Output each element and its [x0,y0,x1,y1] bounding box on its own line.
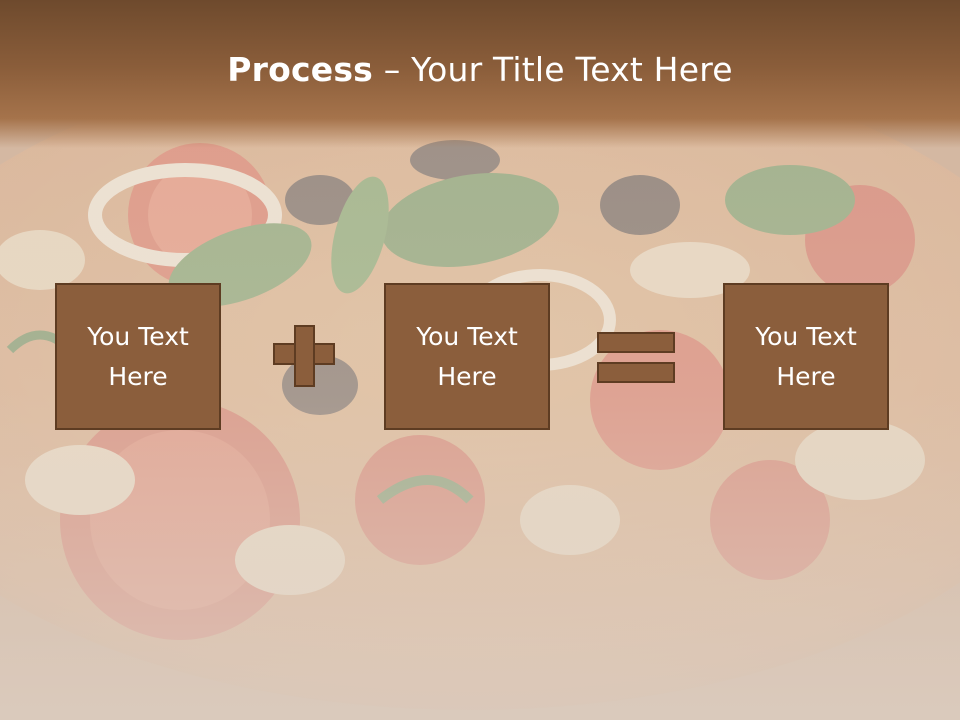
process-box-1-line1: You Text [87,321,189,351]
process-box-3-text: You Text Here [755,317,857,397]
title-bold-text: Process [227,50,374,89]
process-box-3-line1: You Text [755,321,857,351]
process-box-2[interactable]: You Text Here [384,283,550,430]
process-box-2-line2: Here [437,361,497,391]
title-rest-text: – Your Title Text Here [373,50,733,89]
process-box-1-line2: Here [108,361,168,391]
process-box-1[interactable]: You Text Here [55,283,221,430]
process-box-1-text: You Text Here [87,317,189,397]
process-box-2-line1: You Text [416,321,518,351]
process-box-2-text: You Text Here [416,317,518,397]
process-box-3[interactable]: You Text Here [723,283,889,430]
process-box-3-line2: Here [776,361,836,391]
slide-title[interactable]: Process – Your Title Text Here [0,50,960,89]
title-band [0,0,960,148]
plus-icon-center [296,345,313,363]
equals-icon-top-bar [597,332,675,353]
equals-icon-bottom-bar [597,362,675,383]
